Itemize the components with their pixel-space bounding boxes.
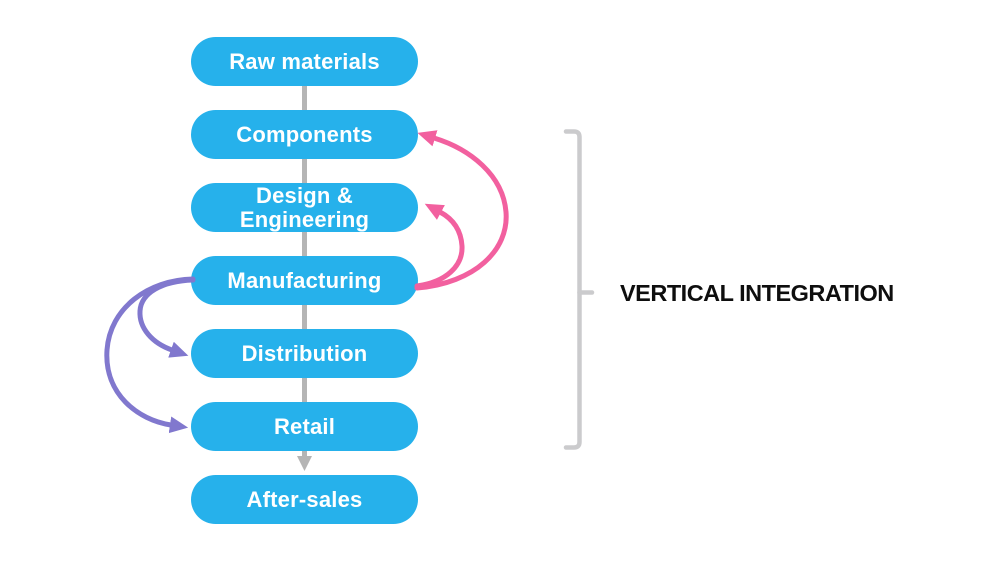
- stage-label: Components: [236, 121, 373, 147]
- arrow-manufacturing-to-design-engineering: [414, 203, 465, 289]
- stage-label: Distribution: [241, 340, 368, 366]
- bracket: [563, 129, 582, 450]
- stage-label: Retail: [273, 413, 336, 439]
- stage-label: Design & Engineering: [239, 182, 370, 232]
- stage-after-sales: After-sales: [191, 475, 418, 524]
- stage-design-engineering: Design & Engineering: [191, 183, 418, 232]
- arrow-manufacturing-to-distribution: [137, 277, 196, 358]
- stage-label: Manufacturing: [227, 267, 382, 293]
- stage-label: Raw materials: [229, 48, 380, 74]
- stage-distribution: Distribution: [191, 329, 418, 378]
- stage-manufacturing: Manufacturing: [191, 256, 418, 305]
- stage-components: Components: [191, 110, 418, 159]
- diagram-title: VERTICAL INTEGRATION: [620, 280, 894, 306]
- stage-raw-materials: Raw materials: [191, 37, 418, 86]
- arrow-manufacturing-to-components: [414, 130, 509, 291]
- stage-retail: Retail: [191, 402, 418, 451]
- stage-label: After-sales: [246, 486, 363, 512]
- arrow-manufacturing-to-retail: [104, 276, 196, 434]
